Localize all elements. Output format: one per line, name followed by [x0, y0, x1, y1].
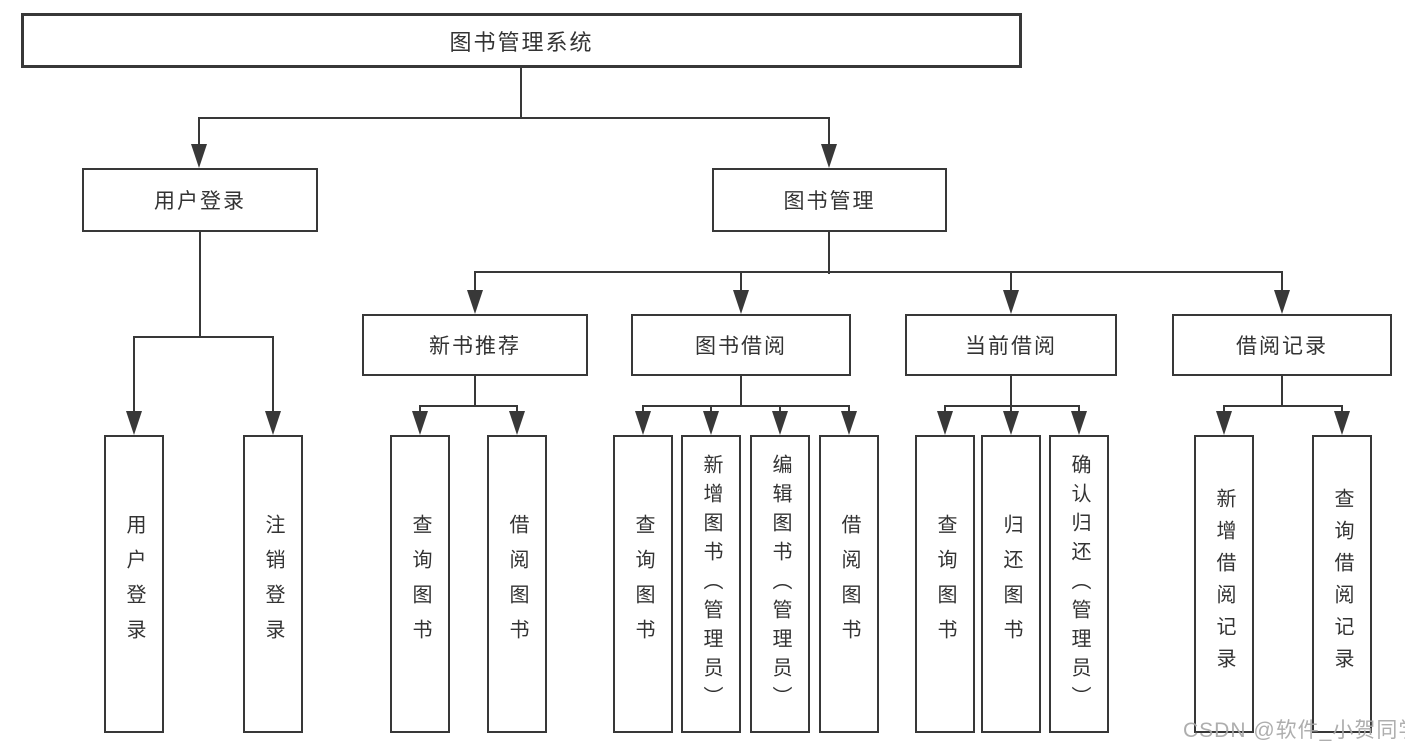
connector-leaf-drop	[1222, 406, 1226, 412]
connector-level3-rail	[473, 270, 1284, 273]
leaf-query-books-borrowing-label: 查询图书	[632, 514, 654, 654]
connector-borrowing-records-leaf-rail	[1222, 404, 1344, 407]
connector-leaf-drop	[847, 406, 851, 412]
node-book-management-label: 图书管理	[783, 190, 876, 213]
leaf-query-books-newrec: 查询图书	[390, 435, 450, 733]
connector-leaf-drop	[515, 406, 519, 412]
arrowhead-leaf-add-borrow-record	[1216, 411, 1232, 435]
leaf-borrow-books-borrowing: 借阅图书	[819, 435, 879, 733]
leaf-confirm-return-admin: 确认归还（管理员）	[1049, 435, 1109, 733]
leaf-return-books-label: 归还图书	[1000, 514, 1022, 654]
leaf-logout: 注销登录	[243, 435, 303, 733]
node-borrowing-records-label: 借阅记录	[1236, 335, 1328, 358]
connector-current-borrowing-stub	[1009, 375, 1013, 406]
node-user-login: 用户登录	[82, 168, 318, 232]
leaf-query-books-borrowing: 查询图书	[613, 435, 673, 733]
arrowhead-leaf-user-login	[126, 411, 142, 435]
arrowhead-leaf-borrow-books-borrowing	[841, 411, 857, 435]
node-current-borrowing-label: 当前借阅	[965, 335, 1057, 358]
leaf-logout-label: 注销登录	[262, 514, 284, 654]
connector-book-borrowing-stub	[739, 375, 743, 406]
leaf-query-books-current: 查询图书	[915, 435, 975, 733]
leaf-query-borrow-record-label: 查询借阅记录	[1331, 488, 1353, 680]
arrowhead-new-book-recommendation	[467, 290, 483, 314]
node-library-system-label: 图书管理系统	[449, 29, 594, 55]
node-new-book-recommendation: 新书推荐	[362, 314, 588, 376]
node-new-book-recommendation-label: 新书推荐	[429, 335, 521, 358]
connector-book-management-stub	[827, 231, 831, 274]
node-book-borrowing-label: 图书借阅	[695, 335, 787, 358]
connector-leaf-user-login-drop	[132, 336, 136, 413]
arrowhead-leaf-logout	[265, 411, 281, 435]
leaf-edit-books-admin: 编辑图书（管理员）	[750, 435, 810, 733]
node-book-management: 图书管理	[712, 168, 947, 232]
leaf-borrow-books-borrowing-label: 借阅图书	[838, 514, 860, 654]
arrowhead-borrowing-records	[1274, 290, 1290, 314]
connector-leaf-drop	[1077, 406, 1081, 412]
node-library-system: 图书管理系统	[21, 13, 1022, 68]
connector-leaf-logout-drop	[271, 336, 275, 413]
connector-user-login-stub	[198, 231, 202, 338]
node-borrowing-records: 借阅记录	[1172, 314, 1392, 376]
leaf-add-books-admin-label: 新增图书（管理员）	[700, 453, 722, 715]
leaf-add-borrow-record-label: 新增借阅记录	[1213, 488, 1235, 680]
connector-new-book-stub	[473, 375, 477, 406]
connector-user-login-rail	[132, 335, 275, 338]
connector-book-management-drop	[827, 117, 831, 146]
connector-book-borrowing-leaf-rail	[641, 404, 851, 407]
connector-new-book-drop	[473, 271, 477, 292]
arrowhead-user-login	[191, 144, 207, 168]
leaf-add-borrow-record: 新增借阅记录	[1194, 435, 1254, 733]
leaf-edit-books-admin-label: 编辑图书（管理员）	[769, 453, 791, 715]
leaf-borrow-books-newrec-label: 借阅图书	[506, 514, 528, 654]
arrowhead-leaf-query-books-newrec	[412, 411, 428, 435]
connector-root-stub	[519, 68, 523, 119]
leaf-query-borrow-record: 查询借阅记录	[1312, 435, 1372, 733]
connector-current-borrowing-leaf-rail	[943, 404, 1081, 407]
node-book-borrowing: 图书借阅	[631, 314, 851, 376]
connector-book-borrowing-drop	[739, 271, 743, 292]
arrowhead-leaf-query-books-borrowing	[635, 411, 651, 435]
arrowhead-leaf-edit-books-admin	[772, 411, 788, 435]
arrowhead-leaf-query-borrow-record	[1334, 411, 1350, 435]
arrowhead-book-management	[821, 144, 837, 168]
csdn-watermark: CSDN @软件_小贺同学	[1183, 719, 1405, 742]
arrowhead-current-borrowing	[1003, 290, 1019, 314]
leaf-return-books: 归还图书	[981, 435, 1041, 733]
leaf-confirm-return-admin-label: 确认归还（管理员）	[1068, 453, 1090, 715]
leaf-user-login-label: 用户登录	[123, 514, 145, 654]
arrowhead-leaf-add-books-admin	[703, 411, 719, 435]
connector-leaf-drop	[1340, 406, 1344, 412]
connector-current-borrowing-drop	[1009, 271, 1013, 292]
arrowhead-leaf-query-books-current	[937, 411, 953, 435]
leaf-query-books-current-label: 查询图书	[934, 514, 956, 654]
leaf-add-books-admin: 新增图书（管理员）	[681, 435, 741, 733]
connector-user-login-drop	[197, 117, 201, 146]
node-user-login-label: 用户登录	[154, 190, 246, 213]
connector-leaf-drop	[418, 406, 422, 412]
connector-borrowing-records-drop	[1280, 271, 1284, 292]
connector-leaf-drop	[778, 406, 782, 412]
connector-level2-rail	[197, 116, 831, 119]
connector-borrowing-records-stub	[1280, 375, 1284, 406]
arrowhead-leaf-confirm-return-admin	[1071, 411, 1087, 435]
arrowhead-leaf-borrow-books-newrec	[509, 411, 525, 435]
leaf-user-login: 用户登录	[104, 435, 164, 733]
arrowhead-book-borrowing	[733, 290, 749, 314]
connector-leaf-drop	[709, 406, 713, 412]
connector-leaf-drop	[943, 406, 947, 412]
arrowhead-leaf-return-books	[1003, 411, 1019, 435]
connector-leaf-drop	[1009, 406, 1013, 412]
leaf-borrow-books-newrec: 借阅图书	[487, 435, 547, 733]
connector-new-book-leaf-rail	[418, 404, 519, 407]
node-current-borrowing: 当前借阅	[905, 314, 1117, 376]
leaf-query-books-newrec-label: 查询图书	[409, 514, 431, 654]
connector-leaf-drop	[641, 406, 645, 412]
